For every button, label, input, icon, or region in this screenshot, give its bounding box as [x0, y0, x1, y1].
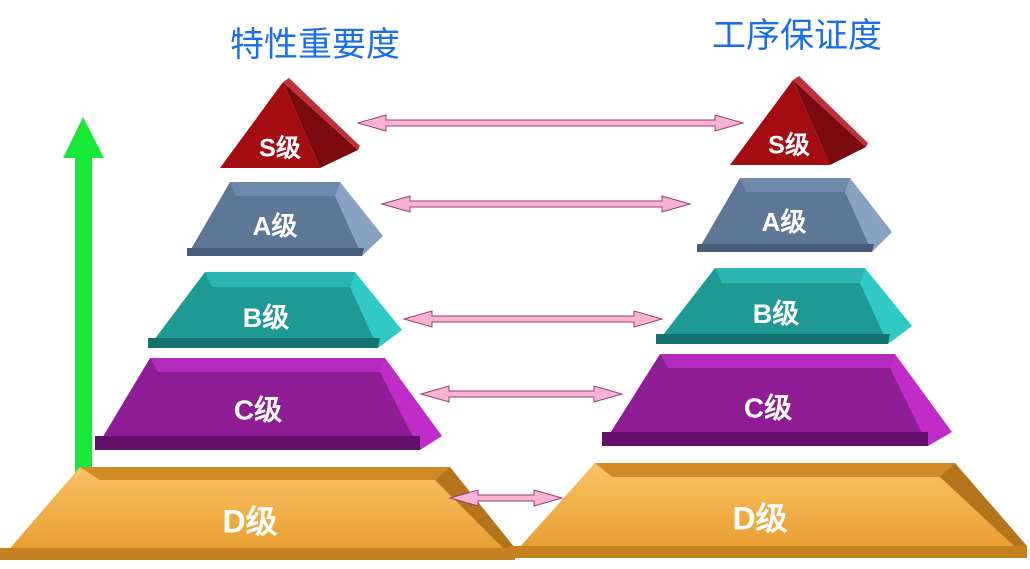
left-label-s: S级 [259, 134, 301, 163]
right-pyramid: D级 C级 B级 A级 [510, 76, 1027, 558]
right-label-s: S级 [768, 131, 810, 160]
right-label-b: B级 [753, 298, 800, 329]
connector-arrow-s-icon [356, 114, 745, 132]
left-level-d: D级 [0, 467, 515, 560]
left-level-a: A级 [187, 182, 383, 256]
right-level-b: B级 [656, 268, 912, 344]
right-level-c: C级 [602, 354, 952, 446]
left-pyramid: D级 C级 B级 A级 [0, 78, 515, 560]
left-label-b: B级 [243, 302, 290, 333]
right-label-c: C级 [744, 392, 792, 423]
right-label-a: A级 [762, 207, 807, 237]
left-title: 特性重要度 [230, 25, 400, 65]
connector-arrow-b-icon [402, 310, 664, 328]
left-level-b: B级 [148, 272, 402, 348]
left-label-c: C级 [234, 394, 282, 425]
left-level-s: S级 [220, 78, 360, 168]
left-label-d: D级 [222, 503, 277, 539]
right-title: 工序保证度 [712, 16, 882, 56]
right-level-s: S级 [730, 76, 868, 165]
left-level-c: C级 [95, 358, 442, 450]
importance-up-arrow-icon [63, 117, 104, 485]
connector-arrow-d-icon [448, 489, 564, 507]
connectors [356, 114, 745, 507]
left-label-a: A级 [253, 211, 298, 241]
connector-arrow-c-icon [419, 385, 624, 403]
right-level-a: A级 [697, 178, 892, 252]
connector-arrow-a-icon [380, 195, 692, 213]
right-label-d: D级 [732, 500, 787, 536]
right-level-d: D级 [510, 463, 1027, 558]
